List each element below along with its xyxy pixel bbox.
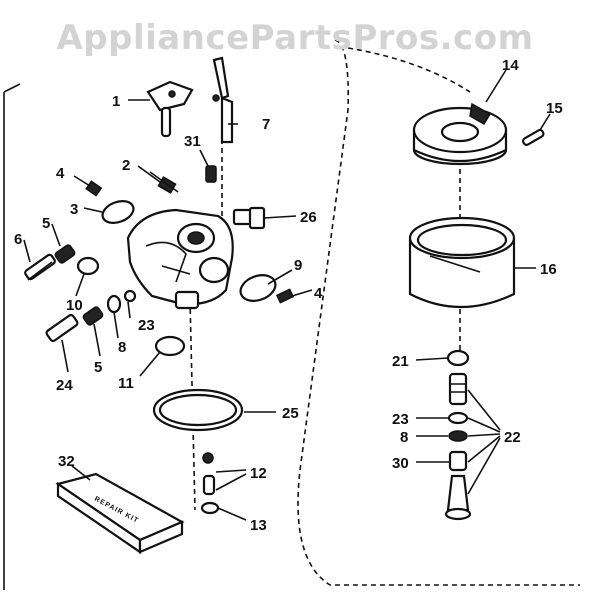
part-9-disk: [239, 274, 277, 302]
callout-4-left: 4: [56, 165, 65, 182]
callout-16: 16: [540, 261, 557, 278]
part-12-ball: [202, 452, 214, 464]
part-11-gasket: [154, 335, 186, 357]
part-5-spring-lower: [82, 306, 104, 326]
part-23-washer-right: [447, 411, 469, 425]
boundary-dashed-line: [297, 39, 580, 586]
part-25-bowl-gasket: [152, 388, 244, 432]
part-8-washer: [106, 294, 122, 314]
watermark-text: AppliancePartsPros.com: [56, 18, 534, 58]
callout-25: 25: [282, 405, 299, 422]
part-4-screw-right: [275, 288, 295, 304]
callout-8-right: 8: [400, 429, 408, 446]
callout-1: 1: [112, 93, 120, 110]
part-26-fitting: [232, 206, 297, 230]
callout-26: 26: [300, 209, 317, 226]
part-5-spring-upper: [54, 244, 76, 264]
callout-5-lower: 5: [94, 359, 102, 376]
part-30-spring: [448, 450, 468, 472]
callout-9: 9: [294, 257, 302, 274]
callout-3: 3: [70, 201, 78, 218]
part-12-pin: [202, 474, 216, 496]
part-23-ring: [123, 289, 137, 303]
callout-2: 2: [122, 157, 130, 174]
part-32-repair-kit: REPAIR KIT: [55, 472, 185, 555]
callout-31: 31: [184, 133, 201, 150]
callout-5-upper: 5: [42, 215, 50, 232]
callout-labels: 1 2 3 4 4 5 5 6 7 8 8 9 10 11 12 13 14 1…: [14, 57, 563, 534]
callout-4-right: 4: [314, 285, 323, 302]
part-10-o-ring: [76, 256, 100, 276]
frame-corner: [3, 83, 21, 93]
part-22-needle-valve: [448, 372, 468, 406]
part-2-screw: [149, 171, 179, 194]
callout-14: 14: [502, 57, 519, 74]
callout-7: 7: [262, 116, 270, 133]
part-3-disk: [101, 200, 135, 224]
part-24-main-screw: [45, 313, 79, 343]
carburetor-body: [126, 208, 234, 310]
leader-lines: [23, 69, 551, 521]
part-4-screw-left: [85, 180, 103, 197]
center-axis-dashed: [189, 299, 196, 511]
callout-12: 12: [250, 465, 267, 482]
part-1-throttle-bracket: [146, 80, 194, 138]
part-16-float-bowl: [408, 216, 516, 308]
callout-23-right: 23: [392, 411, 409, 428]
callout-10: 10: [66, 297, 83, 314]
callout-21: 21: [392, 353, 409, 370]
callout-22: 22: [504, 429, 521, 446]
callout-15: 15: [546, 100, 563, 117]
part-14-float-top: [412, 102, 508, 166]
callout-32: 32: [58, 453, 75, 470]
part-22-jet-base: [444, 507, 472, 521]
callout-6: 6: [14, 231, 22, 248]
part-15-pin: [521, 128, 545, 146]
callout-13: 13: [250, 517, 267, 534]
boundary-dashed-top: [347, 47, 471, 93]
part-13-clip: [200, 501, 220, 515]
part-7-choke-lever: [212, 56, 234, 144]
callout-23-left: 23: [138, 317, 155, 334]
callout-30: 30: [392, 455, 409, 472]
part-21-seat: [446, 349, 470, 367]
callout-11: 11: [118, 375, 134, 392]
part-8-washer-right: [448, 430, 468, 442]
callout-8-left: 8: [118, 339, 126, 356]
part-6-idle-screw: [24, 253, 56, 281]
part-22-jet: [446, 474, 470, 512]
part-31-spring: [205, 165, 217, 183]
callout-24: 24: [56, 377, 73, 394]
